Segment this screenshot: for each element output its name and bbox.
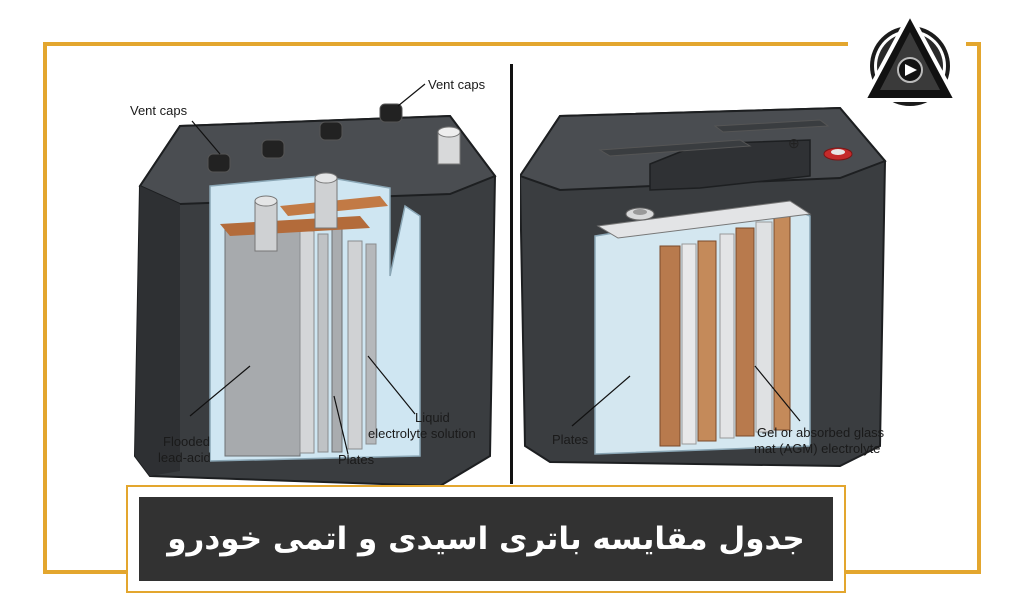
gel-label-line1: Gel or absorbed glass — [757, 425, 884, 440]
svg-text:⊕: ⊕ — [788, 135, 800, 151]
center-divider — [510, 64, 513, 484]
flooded-label-line2: lead-acid — [158, 450, 211, 465]
vent-caps-label-top: Vent caps — [428, 77, 485, 92]
liquid-label-line1: Liquid — [415, 410, 450, 425]
agm-battery-diagram: ⊕ — [520, 66, 900, 486]
flooded-label-line1: Flooded — [163, 434, 210, 449]
gel-label-line2: mat (AGM) electrolyte — [754, 441, 880, 456]
plates-label-right: Plates — [552, 432, 588, 447]
page-title: جدول مقایسه باتری اسیدی و اتمی خودرو — [167, 521, 804, 557]
title-banner: جدول مقایسه باتری اسیدی و اتمی خودرو — [139, 497, 833, 581]
vent-caps-label-left: Vent caps — [130, 103, 187, 118]
liquid-label-line2: electrolyte solution — [368, 426, 476, 441]
plates-label-left: Plates — [338, 452, 374, 467]
